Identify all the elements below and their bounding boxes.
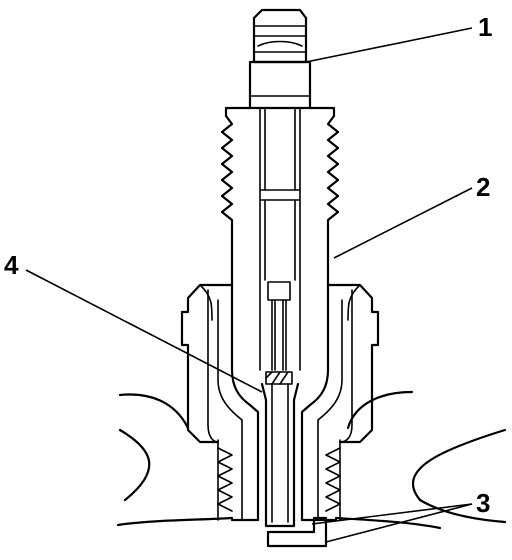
callout-1: 1 bbox=[478, 12, 492, 42]
cylinder-head bbox=[116, 390, 507, 530]
resistor bbox=[265, 281, 293, 385]
insulator-body bbox=[220, 106, 340, 287]
leader-3a bbox=[325, 503, 473, 543]
leader-2 bbox=[333, 187, 473, 259]
leader-lines bbox=[25, 27, 473, 543]
terminal-nut bbox=[252, 8, 308, 64]
terminal-collar bbox=[248, 60, 312, 110]
leader-4 bbox=[25, 269, 263, 393]
ground-electrode bbox=[266, 516, 328, 548]
center-bore bbox=[259, 107, 301, 371]
insulator-nose bbox=[260, 382, 300, 528]
callout-3: 3 bbox=[476, 488, 490, 518]
callout-2: 2 bbox=[476, 172, 490, 202]
metal-shell bbox=[180, 283, 380, 522]
leader-1 bbox=[305, 27, 473, 63]
spark-plug bbox=[180, 8, 380, 548]
leader-3b bbox=[311, 503, 473, 525]
callout-4: 4 bbox=[4, 250, 19, 280]
